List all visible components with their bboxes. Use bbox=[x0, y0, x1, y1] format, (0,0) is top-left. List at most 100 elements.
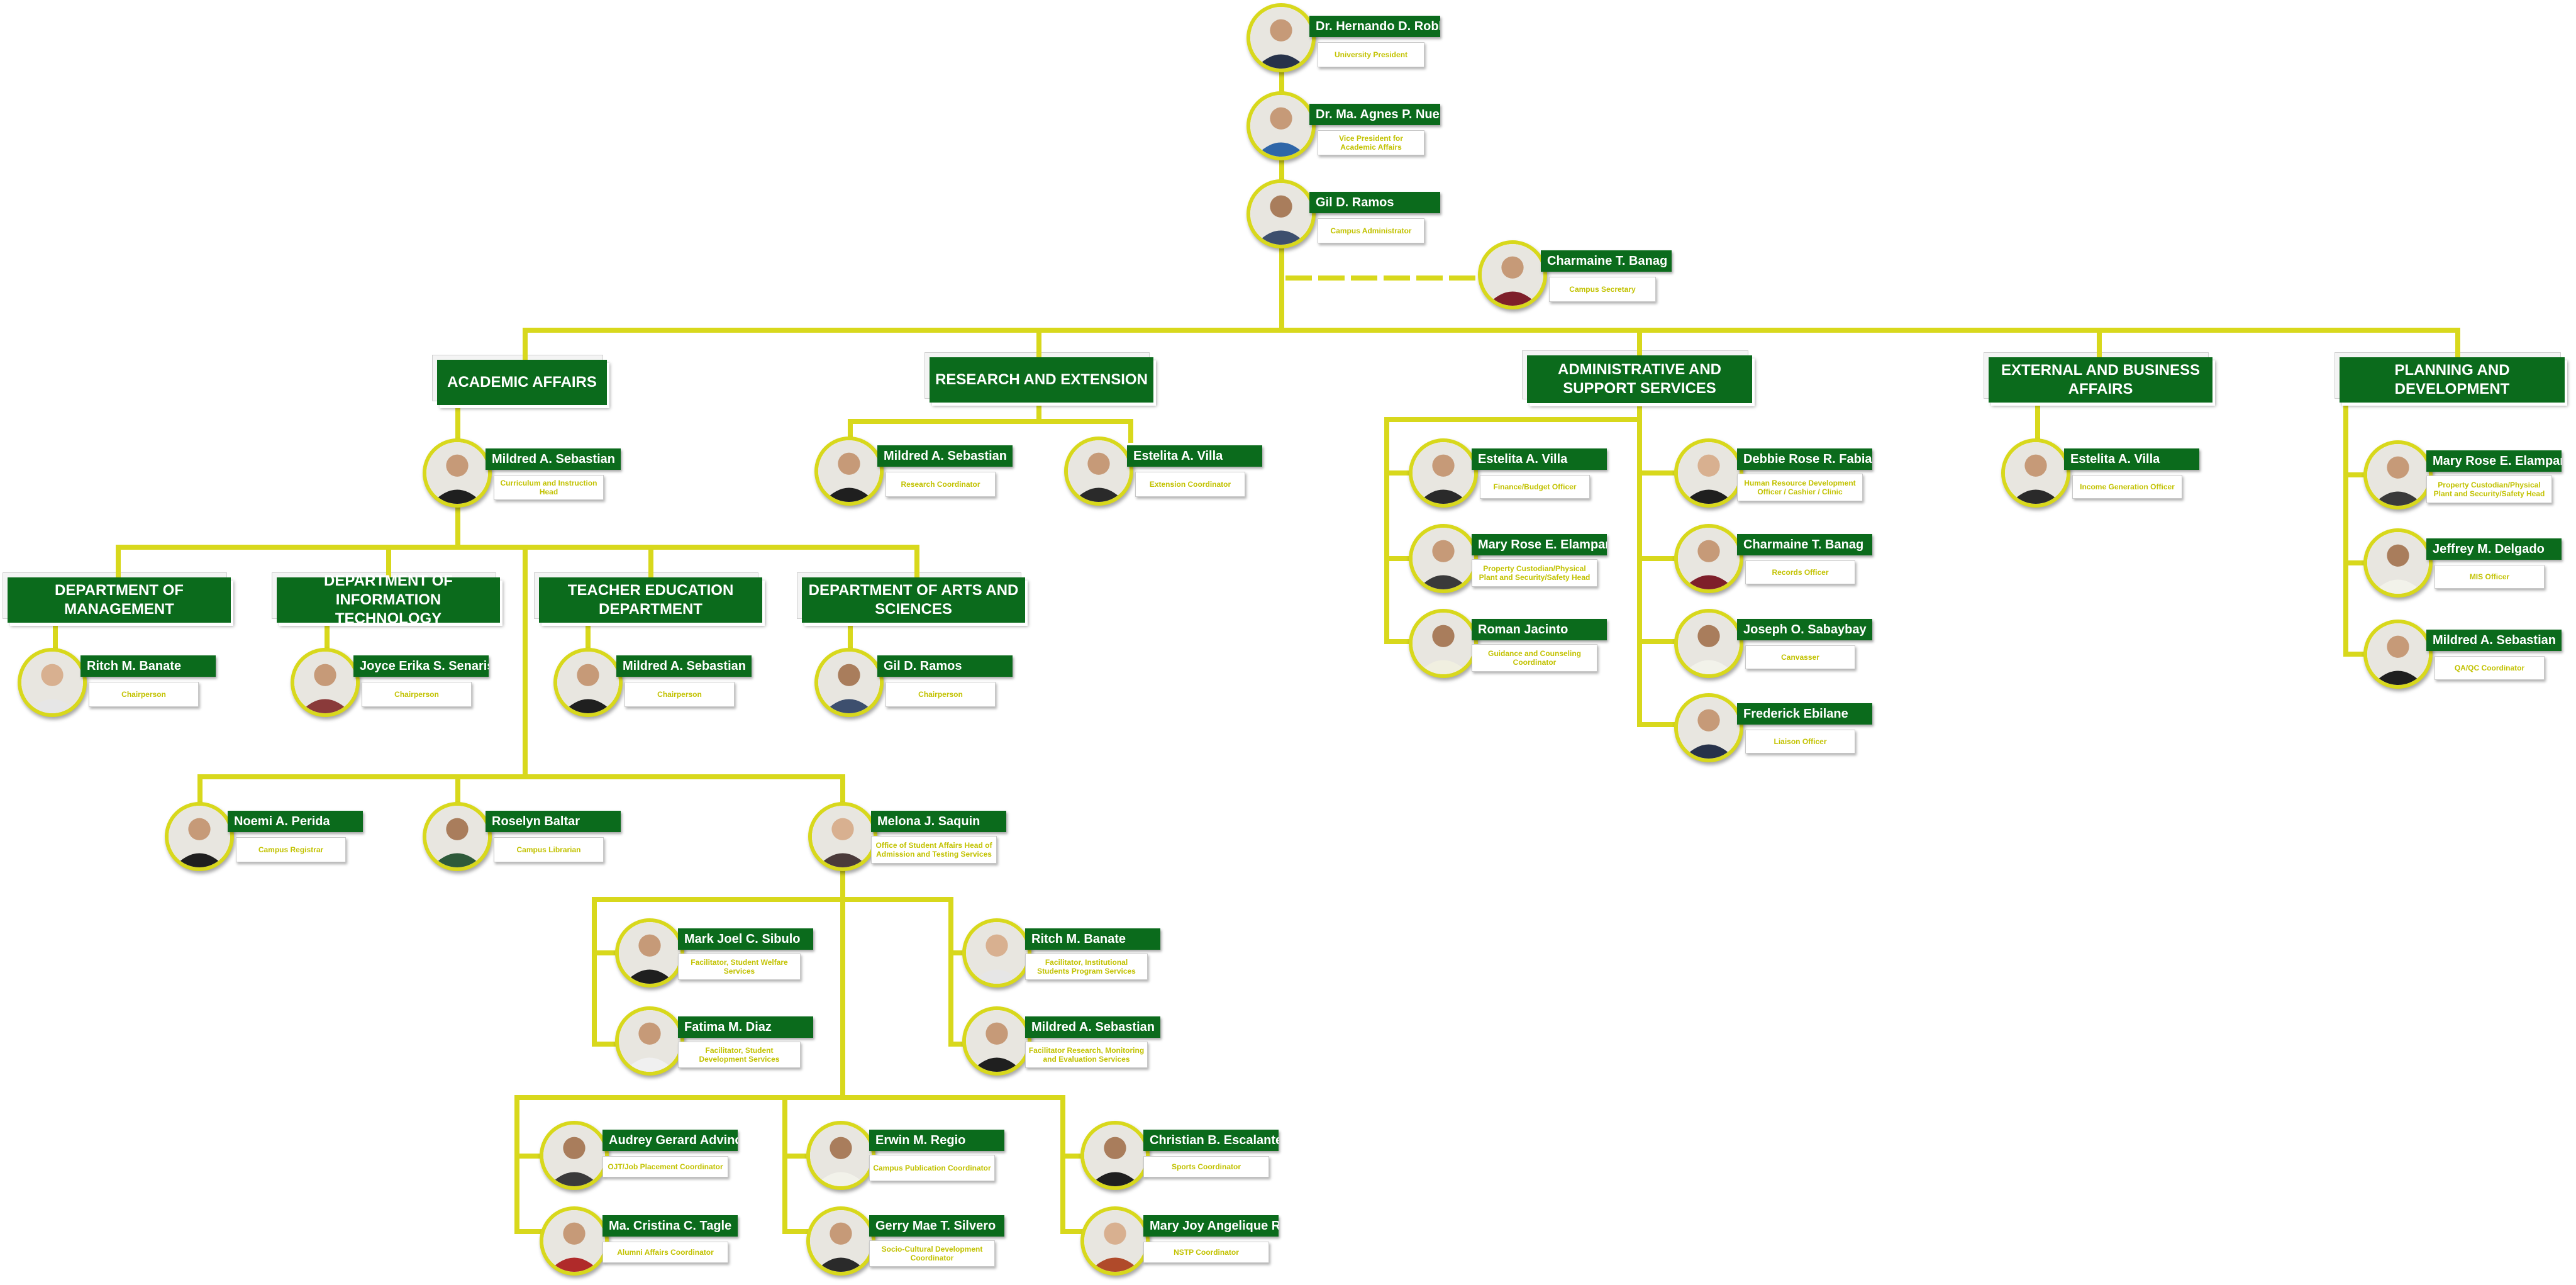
person-role: Curriculum and Instruction Head bbox=[494, 475, 604, 500]
section-header-academic-affairs: ACADEMIC AFFAIRS bbox=[432, 355, 607, 405]
person-role: Facilitator, Student Welfare Services bbox=[678, 954, 801, 980]
person-role: Facilitator, Institutional Students Prog… bbox=[1025, 954, 1148, 980]
section-header-external-business: EXTERNAL AND BUSINESS AFFAIRS bbox=[1984, 352, 2212, 403]
person-role: Chairperson bbox=[89, 682, 199, 707]
person-role: Extension Coordinator bbox=[1135, 472, 1245, 497]
person-name: Roman Jacinto bbox=[1472, 619, 1607, 640]
person-role: Facilitator Research, Monitoring and Eva… bbox=[1025, 1042, 1148, 1068]
person-name: Mary Rose E. Elamparo bbox=[1472, 534, 1607, 555]
portrait-photo bbox=[806, 1121, 875, 1190]
portrait-photo bbox=[1080, 1121, 1150, 1190]
portrait-photo bbox=[1478, 240, 1547, 309]
person-name: Mark Joel C. Sibulo bbox=[678, 928, 813, 950]
department-header-management: DEPARTMENT OF MANAGEMENT bbox=[3, 572, 231, 623]
portrait-photo bbox=[2363, 440, 2433, 509]
person-name: Mildred A. Sebastian bbox=[616, 655, 752, 677]
person-name: Gil D. Ramos bbox=[1309, 192, 1440, 213]
portrait-photo bbox=[1409, 438, 1478, 508]
person-role: Records Officer bbox=[1745, 560, 1855, 584]
person-name: Roselyn Baltar bbox=[486, 811, 621, 832]
portrait-photo bbox=[962, 918, 1031, 987]
person-role: MIS Officer bbox=[2434, 565, 2545, 589]
portrait-photo bbox=[962, 1006, 1031, 1076]
portrait-photo bbox=[615, 918, 684, 987]
portrait-photo bbox=[18, 648, 87, 717]
person-role: Income Generation Officer bbox=[2072, 475, 2182, 499]
section-header-planning-development: PLANNING AND DEVELOPMENT bbox=[2334, 352, 2565, 403]
person-role: Chairperson bbox=[886, 682, 996, 707]
portrait-photo bbox=[553, 648, 623, 717]
person-name: Noemi A. Perida bbox=[228, 811, 363, 832]
person-role: Canvasser bbox=[1745, 645, 1855, 669]
person-name: Mary Joy Angelique R. Mojica bbox=[1143, 1215, 1279, 1237]
portrait-photo bbox=[806, 1206, 875, 1276]
person-name: Jeffrey M. Delgado bbox=[2426, 538, 2562, 560]
person-name: Ritch M. Banate bbox=[1025, 928, 1160, 950]
person-role: QA/QC Coordinator bbox=[2434, 656, 2545, 680]
portrait-photo bbox=[1246, 91, 1316, 160]
portrait-photo bbox=[1246, 3, 1316, 72]
person-role: Finance/Budget Officer bbox=[1480, 475, 1590, 499]
portrait-photo bbox=[291, 648, 360, 717]
person-name: Debbie Rose R. Fabian bbox=[1737, 448, 1872, 470]
person-role: Campus Registrar bbox=[236, 837, 346, 862]
portrait-photo bbox=[615, 1006, 684, 1076]
portrait-photo bbox=[2363, 620, 2433, 689]
portrait-photo bbox=[808, 802, 877, 871]
person-role: Campus Librarian bbox=[494, 837, 604, 862]
person-role: Socio-Cultural Development Coordinator bbox=[869, 1240, 995, 1267]
portrait-photo bbox=[1064, 437, 1133, 506]
section-header-administrative-support: ADMINISTRATIVE AND SUPPORT SERVICES bbox=[1522, 350, 1752, 403]
person-role: Sports Coordinator bbox=[1143, 1156, 1269, 1177]
portrait-photo bbox=[1080, 1206, 1150, 1276]
person-name: Dr. Ma. Agnes P. Nuestro bbox=[1309, 104, 1440, 125]
person-role: Alumni Affairs Coordinator bbox=[602, 1242, 728, 1263]
person-role: Office of Student Affairs Head of Admiss… bbox=[871, 836, 997, 864]
portrait-photo bbox=[814, 648, 884, 717]
portrait-photo bbox=[1246, 179, 1316, 248]
person-role: Campus Publication Coordinator bbox=[869, 1155, 995, 1181]
portrait-photo bbox=[540, 1121, 609, 1190]
person-name: Mildred A. Sebastian bbox=[877, 445, 1013, 467]
person-role: Chairperson bbox=[625, 682, 735, 707]
person-role: Facilitator, Student Development Service… bbox=[678, 1042, 801, 1068]
person-name: Mary Rose E. Elamparo bbox=[2426, 450, 2562, 472]
portrait-photo bbox=[1674, 693, 1743, 762]
person-role: Property Custodian/Physical Plant and Se… bbox=[2426, 476, 2552, 503]
person-name: Erwin M. Regio bbox=[869, 1130, 1004, 1151]
person-name: Gil D. Ramos bbox=[877, 655, 1013, 677]
portrait-photo bbox=[1409, 609, 1478, 678]
person-name: Charmaine T. Banag bbox=[1737, 534, 1872, 555]
person-role: Vice President for Academic Affairs bbox=[1318, 130, 1424, 155]
portrait-photo bbox=[423, 438, 492, 508]
person-name: Melona J. Saquin bbox=[871, 811, 1006, 832]
person-role: Campus Administrator bbox=[1318, 218, 1424, 243]
portrait-photo bbox=[1674, 609, 1743, 678]
person-role: Campus Secretary bbox=[1549, 277, 1656, 302]
department-header-teacher-education: TEACHER EDUCATION DEPARTMENT bbox=[534, 572, 762, 623]
person-name: Gerry Mae T. Silvero bbox=[869, 1215, 1004, 1237]
portrait-photo bbox=[2001, 438, 2070, 508]
person-name: Estelita A. Villa bbox=[2064, 448, 2199, 470]
person-name: Dr. Hernando D. Robles bbox=[1309, 16, 1440, 37]
person-role: University President bbox=[1318, 42, 1424, 67]
person-role: Liaison Officer bbox=[1745, 730, 1855, 754]
person-name: Christian B. Escalante bbox=[1143, 1130, 1279, 1151]
person-role: Human Resource Development Officer / Cas… bbox=[1737, 474, 1863, 501]
portrait-photo bbox=[1409, 524, 1478, 593]
person-name: Joyce Erika S. Senaris bbox=[353, 655, 489, 677]
person-name: Frederick Ebilane bbox=[1737, 703, 1872, 725]
person-name: Mildred A. Sebastian bbox=[2426, 630, 2562, 651]
section-header-research-extension: RESEARCH AND EXTENSION bbox=[924, 352, 1153, 403]
person-role: Property Custodian/Physical Plant and Se… bbox=[1472, 559, 1597, 587]
portrait-photo bbox=[540, 1206, 609, 1276]
portrait-photo bbox=[1674, 438, 1743, 508]
department-header-information-technology: DEPARTMENT OF INFORMATION TECHNOLOGY bbox=[272, 572, 500, 627]
person-role: NSTP Coordinator bbox=[1143, 1242, 1269, 1263]
person-role: OJT/Job Placement Coordinator bbox=[602, 1156, 728, 1177]
department-header-arts-sciences: DEPARTMENT OF ARTS AND SCIENCES bbox=[797, 572, 1025, 623]
person-name: Ma. Cristina C. Tagle bbox=[602, 1215, 738, 1237]
portrait-photo bbox=[423, 802, 492, 871]
person-name: Estelita A. Villa bbox=[1127, 445, 1262, 467]
